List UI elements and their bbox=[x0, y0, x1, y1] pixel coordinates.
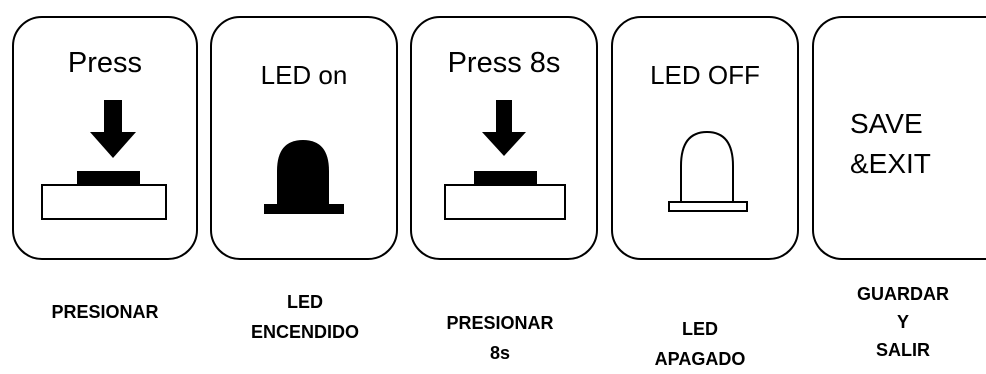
caption-guardar-y-salir: GUARDAR Y SALIR bbox=[820, 280, 986, 364]
caption-presionar: PRESIONAR bbox=[20, 297, 190, 327]
save-exit-text: SAVE &EXIT bbox=[850, 104, 986, 184]
card-title: Press 8s bbox=[447, 47, 561, 79]
led-on-icon bbox=[264, 140, 344, 214]
card-title: LED OFF bbox=[650, 60, 760, 90]
caption-presionar-8s: PRESIONAR 8s bbox=[410, 308, 590, 368]
caption-line: APAGADO bbox=[654, 349, 746, 369]
caption-line: 8s bbox=[489, 343, 511, 363]
caption-led-encendido: LED ENCENDIDO bbox=[215, 287, 395, 347]
card-led-off: LED OFF bbox=[611, 16, 799, 260]
caption-line: GUARDAR bbox=[857, 284, 949, 304]
caption-line: Y bbox=[896, 312, 909, 332]
caption-line: PRESIONAR bbox=[446, 313, 554, 333]
press-button-icon bbox=[444, 100, 566, 220]
caption-line: LED bbox=[682, 319, 718, 339]
save-line: SAVE bbox=[850, 108, 923, 139]
card-press-8s: Press 8s bbox=[410, 16, 598, 260]
card-title: Press bbox=[67, 47, 143, 79]
caption-led-apagado: LED APAGADO bbox=[610, 314, 790, 374]
card-save-exit: SAVE &EXIT bbox=[812, 16, 986, 260]
caption-line: SALIR bbox=[876, 340, 930, 360]
card-led-on: LED on bbox=[210, 16, 398, 260]
press-button-icon bbox=[41, 100, 167, 220]
exit-line: &EXIT bbox=[850, 148, 931, 179]
caption-line: ENCENDIDO bbox=[250, 322, 359, 342]
card-title: LED on bbox=[260, 60, 348, 90]
led-off-icon bbox=[668, 130, 748, 212]
caption-line: PRESIONAR bbox=[51, 302, 159, 322]
card-press: Press bbox=[12, 16, 198, 260]
caption-line: LED bbox=[287, 292, 323, 312]
